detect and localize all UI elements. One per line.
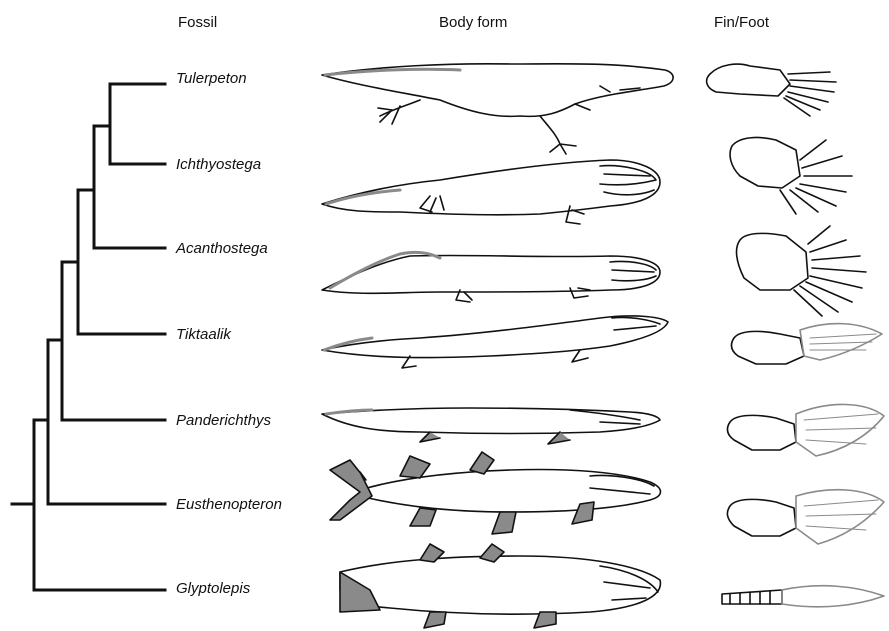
limb-acanthostega [737,226,866,316]
body-eusthenopteron [330,452,661,534]
limb-tiktaalik [731,324,882,364]
limb-tulerpeton [707,64,836,116]
body-tiktaalik [322,316,668,368]
limb-eusthenopteron [727,490,884,544]
body-glyptolepis [340,544,660,628]
limb-panderichthys [727,404,884,456]
limb-glyptolepis [722,586,884,607]
body-ichthyostega [322,160,660,224]
limb-ichthyostega [730,138,852,214]
body-tulerpeton [322,64,673,154]
body-panderichthys [322,408,660,444]
body-acanthostega [322,252,660,302]
